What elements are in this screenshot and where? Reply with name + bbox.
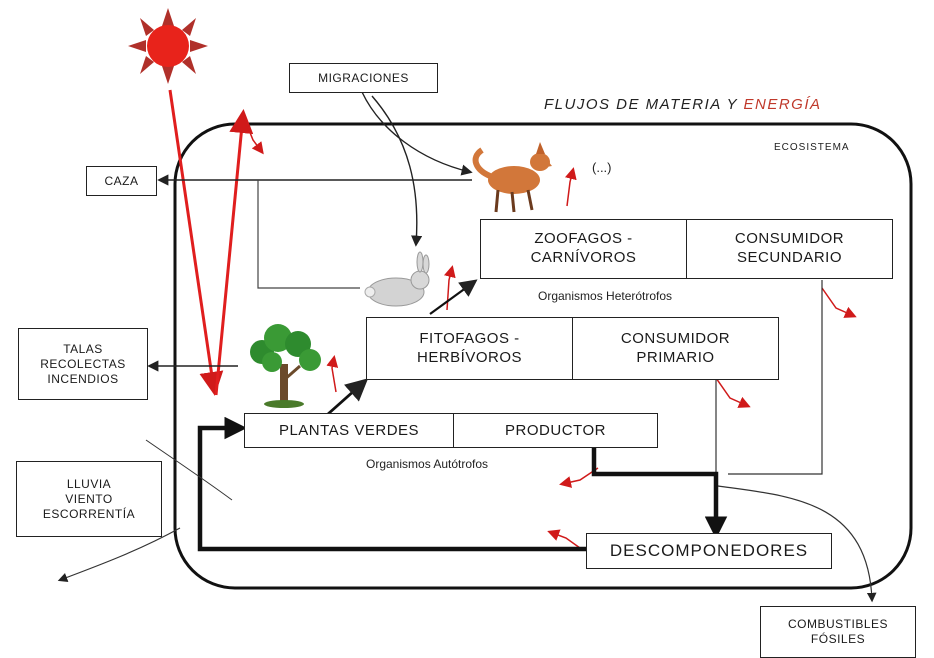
sun-icon <box>128 8 208 84</box>
lluvia-line-2: VIENTO <box>65 491 113 506</box>
label-heterotrofos: Organismos Heterótrofos <box>538 289 673 303</box>
consumidor-secundario-line-2: SECUNDARIO <box>736 249 842 266</box>
box-caza: CAZA <box>86 166 157 196</box>
box-consumidor-secundario: CONSUMIDOR SECUNDARIO <box>686 219 893 279</box>
tree-icon <box>250 324 321 408</box>
box-fitofagos: FITOFAGOS - HERBÍVOROS <box>366 317 573 380</box>
box-consumidor-primario: CONSUMIDOR PRIMARIO <box>572 317 779 380</box>
label-autotrofos: Organismos Autótrofos <box>366 457 489 471</box>
lluvia-line-3: ESCORRENTÍA <box>42 506 136 521</box>
zoofagos-line-1: ZOOFAGOS - <box>534 230 633 248</box>
box-talas: TALAS RECOLECTAS INCENDIOS <box>18 328 148 400</box>
ecosystem-boundary <box>173 122 913 590</box>
combustibles-line-1: COMBUSTIBLES <box>787 617 889 631</box>
box-migraciones: MIGRACIONES <box>289 63 438 93</box>
fitofagos-line-1: FITOFAGOS - <box>419 329 520 347</box>
ecosystem-label: ECOSISTEMA <box>774 142 850 153</box>
consumidor-primario-line-1: CONSUMIDOR <box>620 329 731 347</box>
zoofagos-line-2: CARNÍVOROS <box>530 249 637 266</box>
diagram-title: FLUJOS DE MATERIA Y ENERGÍA <box>544 96 822 113</box>
box-lluvia: LLUVIA VIENTO ESCORRENTÍA <box>16 461 162 537</box>
consumidor-secundario-line-1: CONSUMIDOR <box>734 230 845 248</box>
box-descomponedores: DESCOMPONEDORES <box>586 533 832 569</box>
consumidor-primario-line-2: PRIMARIO <box>636 348 715 366</box>
fitofagos-line-2: HERBÍVOROS <box>416 348 523 366</box>
talas-line-1: TALAS <box>63 341 103 356</box>
ellipsis-label: (...) <box>592 160 612 175</box>
box-plantas-verdes: PLANTAS VERDES <box>244 413 454 448</box>
fox-icon <box>472 142 552 213</box>
talas-line-2: RECOLECTAS <box>40 356 126 371</box>
box-combustibles: COMBUSTIBLES FÓSILES <box>760 606 916 658</box>
box-zoofagos: ZOOFAGOS - CARNÍVOROS <box>480 219 687 279</box>
lluvia-line-1: LLUVIA <box>66 476 112 491</box>
rabbit-icon <box>364 251 430 307</box>
talas-line-3: INCENDIOS <box>47 371 119 386</box>
box-productor: PRODUCTOR <box>453 413 658 448</box>
combustibles-line-2: FÓSILES <box>810 632 866 646</box>
